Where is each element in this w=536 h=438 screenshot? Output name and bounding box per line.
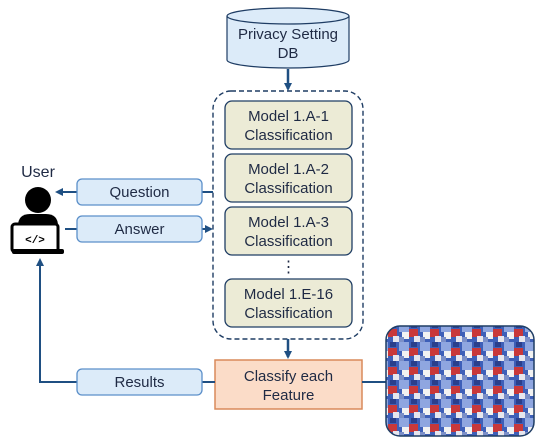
ellipsis: ⋮	[281, 259, 297, 276]
question-box: Question	[76, 178, 203, 206]
model-box: Model 1.E-16 Classification	[224, 278, 353, 328]
model-type: Classification	[244, 127, 332, 144]
model-type: Classification	[244, 305, 332, 322]
results-label: Results	[114, 374, 164, 391]
privacy-setting-db: Privacy Setting DB	[226, 7, 350, 69]
model-box: Model 1.A-3 Classification	[224, 206, 353, 256]
model-name: Model 1.A-2	[248, 161, 329, 178]
classifier-line1: Classify each	[244, 368, 333, 385]
model-box: Model 1.A-2 Classification	[224, 153, 353, 203]
model-name: Model 1.E-16	[244, 286, 333, 303]
question-label: Question	[109, 184, 169, 201]
model-name: Model 1.A-1	[248, 108, 329, 125]
results-arrow	[36, 258, 215, 383]
results-box: Results	[76, 368, 203, 396]
model-box: Model 1.A-1 Classification	[224, 100, 353, 150]
feature-mosaic-image	[385, 325, 535, 437]
model-name: Model 1.A-3	[248, 214, 329, 231]
answer-box: Answer	[76, 215, 203, 243]
db-label-line1: Privacy Setting	[238, 26, 338, 43]
classifier-line2: Feature	[263, 387, 315, 404]
code-glyph: </>	[25, 235, 45, 247]
developer-icon: </>	[10, 187, 64, 254]
model-type: Classification	[244, 180, 332, 197]
model-type: Classification	[244, 233, 332, 250]
answer-label: Answer	[114, 221, 164, 238]
user-label: User	[21, 164, 55, 181]
db-label-line2: DB	[278, 45, 299, 62]
models-container	[212, 90, 364, 340]
classify-feature-box: Classify each Feature	[214, 359, 363, 410]
